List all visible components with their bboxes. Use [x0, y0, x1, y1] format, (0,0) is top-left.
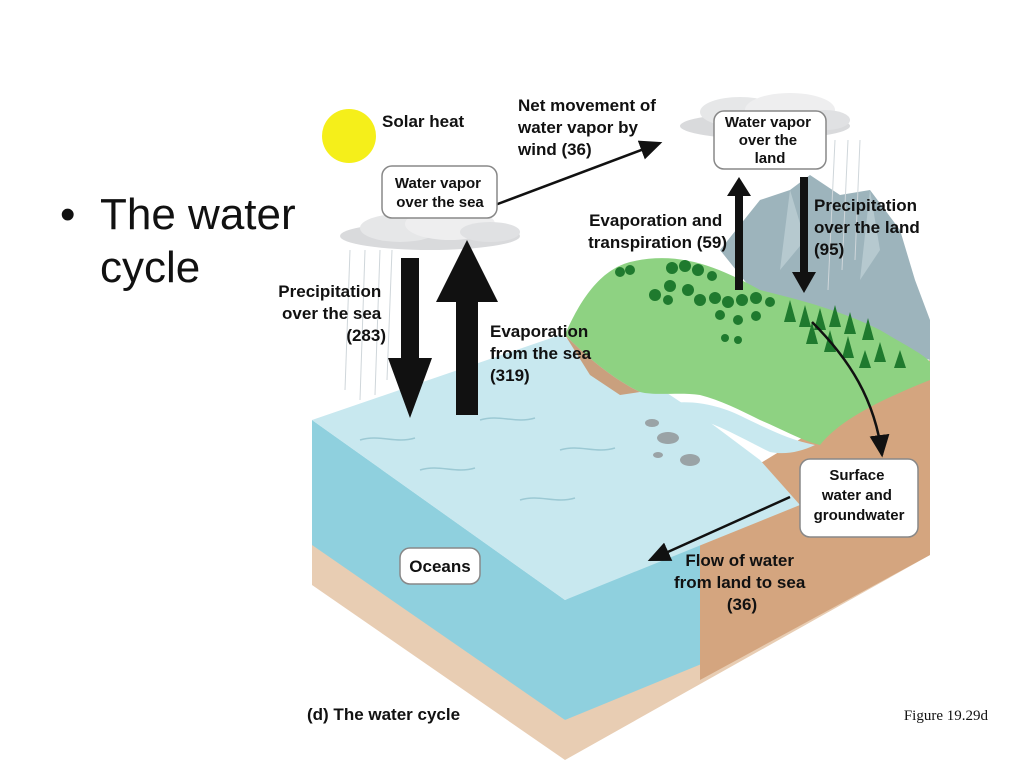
runoff-arrow — [811, 321, 890, 458]
flow-to-sea-arrow — [647, 495, 791, 562]
diagram-caption: (d) The water cycle — [307, 705, 460, 724]
surface-water-box — [799, 458, 919, 538]
mountains — [720, 175, 930, 360]
figure-reference: Figure 19.29d — [903, 708, 988, 724]
land-surface — [565, 258, 930, 445]
vapor-land-label: Water vapor over the land — [725, 114, 815, 167]
forest — [615, 260, 906, 368]
evap-sea-arrow — [436, 240, 498, 415]
vapor-land-box — [713, 110, 827, 170]
vapor-sea-box — [381, 165, 498, 219]
surface-water-label: Surface water and groundwater — [814, 467, 905, 524]
evap-sea-label: Evaporation from the sea (319) — [490, 322, 596, 385]
block-soil-bottom — [312, 465, 930, 760]
precip-land-arrow — [792, 177, 816, 293]
bullet-text: The water cycle — [100, 190, 296, 292]
net-movement-label: Net movement of water vapor by wind (36) — [517, 96, 661, 159]
net-movement-arrow — [494, 140, 663, 207]
evap-transp-label: Evaporation and transpiration (59) — [588, 211, 727, 252]
oceans-box — [399, 547, 481, 585]
precip-sea-arrow — [388, 258, 432, 418]
river — [660, 402, 815, 454]
sun-icon — [322, 109, 376, 163]
bullet-dot: • — [60, 190, 76, 239]
precip-land-label: Precipitation over the land (95) — [814, 196, 925, 259]
oceans-label: Oceans — [409, 557, 470, 576]
ocean-surface — [312, 335, 800, 600]
precip-sea-label: Precipitation over the sea (283) — [278, 282, 386, 345]
solar-heat-label: Solar heat — [382, 112, 465, 131]
flow-label: Flow of water from land to sea (36) — [674, 551, 810, 614]
vapor-sea-label: Water vapor over the sea — [395, 175, 485, 211]
evap-land-arrow — [727, 177, 751, 290]
